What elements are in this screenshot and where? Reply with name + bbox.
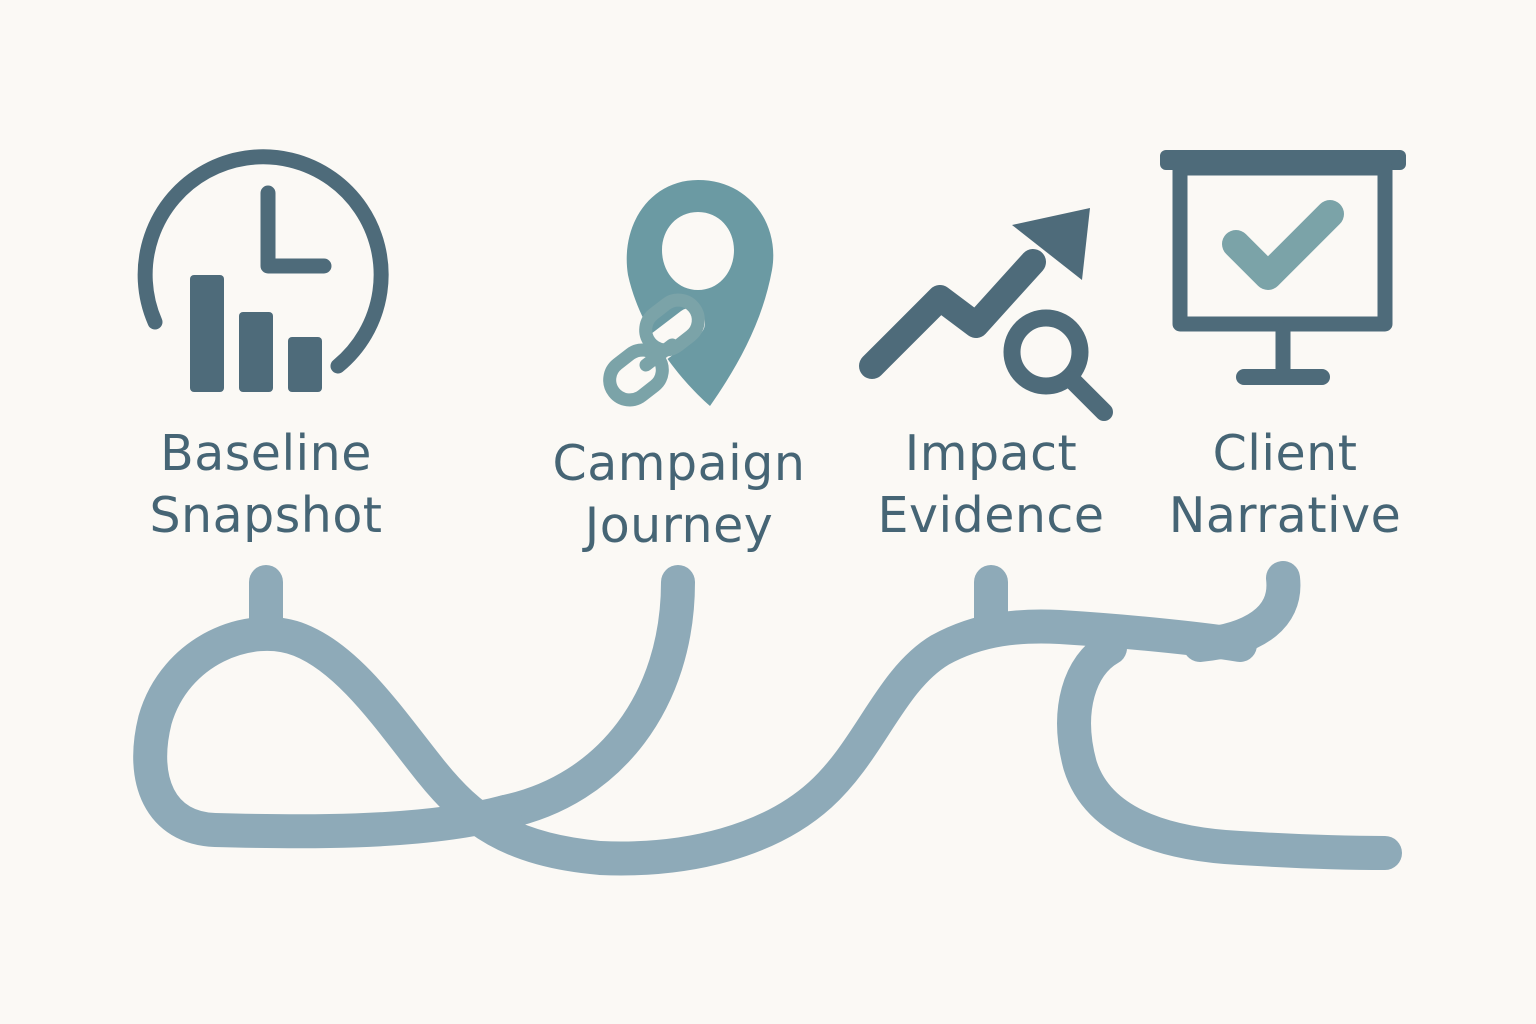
trend-arrow-magnifier-icon <box>859 208 1113 421</box>
stage-label-line: Journey <box>584 497 774 554</box>
stage-label-line: Evidence <box>877 487 1105 544</box>
journey-path <box>133 561 1402 876</box>
stage-label-line: Narrative <box>1168 487 1402 544</box>
stage-label-line: Client <box>1212 425 1358 482</box>
clock-bar-chart-icon <box>137 149 389 392</box>
magnifier-lens <box>1003 309 1089 395</box>
bar-3 <box>288 337 322 392</box>
bar-1 <box>190 275 224 392</box>
path-loop-right <box>1057 631 1402 870</box>
stage-label-impact-evidence: Impact Evidence <box>821 423 1161 547</box>
trend-line <box>859 249 1046 379</box>
trend-arrow-head <box>1012 208 1090 280</box>
board-base <box>1236 369 1330 385</box>
checkmark <box>1222 200 1344 290</box>
clock-ring <box>137 149 389 374</box>
presentation-checkmark-icon <box>1160 150 1406 385</box>
stage-label-line: Snapshot <box>149 487 383 544</box>
stage-label-line: Baseline <box>160 425 372 482</box>
magnifier-handle <box>1063 371 1113 421</box>
stage-label-baseline-snapshot: Baseline Snapshot <box>96 423 436 547</box>
bar-2 <box>239 312 273 392</box>
stage-label-line: Impact <box>904 425 1078 482</box>
path-loop-left <box>133 609 1257 876</box>
stage-label-line: Campaign <box>552 435 806 492</box>
path-connector-2 <box>488 565 695 829</box>
location-pin-link-icon <box>603 180 774 417</box>
stage-label-campaign-journey: Campaign Journey <box>509 433 849 557</box>
stage-label-client-narrative: Client Narrative <box>1115 423 1455 547</box>
chain-link-outline <box>603 293 705 407</box>
clock-hands <box>260 185 332 274</box>
